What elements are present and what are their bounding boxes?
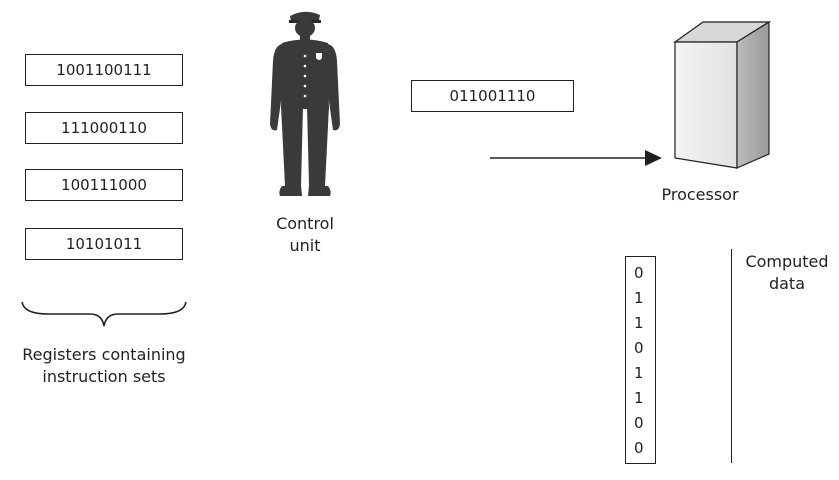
register-4: 10101011 xyxy=(25,228,183,260)
computed-bit: 0 xyxy=(634,414,644,432)
computed-bit: 1 xyxy=(634,389,644,407)
instruction-in-transit: 011001110 xyxy=(411,80,574,112)
register-1: 1001100111 xyxy=(25,54,183,86)
control-unit-label-line-1: Control xyxy=(276,214,334,233)
computed-data-column: 0 1 1 0 1 1 0 0 xyxy=(625,256,656,464)
computed-data-label-line-1: Computed xyxy=(745,252,829,271)
computed-data-label: Computed data xyxy=(737,251,837,295)
processor-icon xyxy=(673,20,772,169)
registers-caption-line-1: Registers containing xyxy=(22,345,186,364)
computed-bit: 0 xyxy=(634,339,644,357)
divider-line xyxy=(731,249,733,463)
register-2: 111000110 xyxy=(25,112,183,144)
computed-bit: 1 xyxy=(634,314,644,332)
computed-data-label-line-2: data xyxy=(768,274,806,293)
computed-bit: 1 xyxy=(634,364,644,382)
control-unit-figure-icon xyxy=(270,11,340,196)
control-unit-label: Control unit xyxy=(262,213,348,257)
computed-bit: 0 xyxy=(634,264,644,282)
arrow-icon xyxy=(490,150,662,166)
register-3: 100111000 xyxy=(25,169,183,201)
curly-brace-icon xyxy=(21,301,187,327)
registers-caption: Registers containing instruction sets xyxy=(5,344,203,388)
control-unit-label-line-2: unit xyxy=(289,236,321,255)
computed-bit: 1 xyxy=(634,289,644,307)
processor-label: Processor xyxy=(661,185,739,204)
computed-bit: 0 xyxy=(634,439,644,457)
registers-caption-line-2: instruction sets xyxy=(42,367,166,386)
